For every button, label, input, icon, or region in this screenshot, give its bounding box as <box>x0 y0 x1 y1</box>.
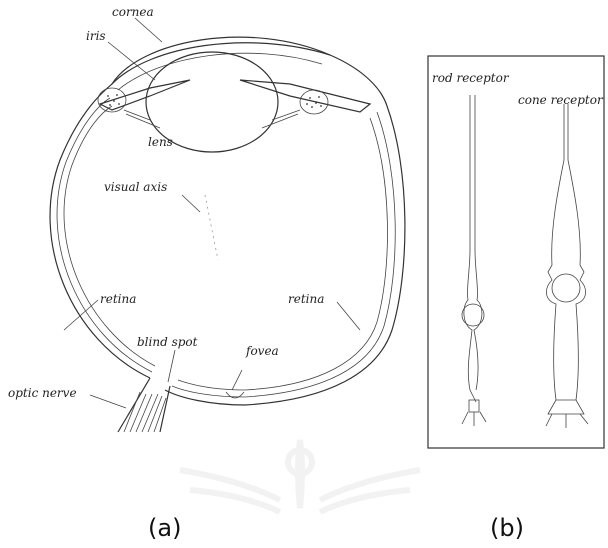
label-cone-receptor: cone receptor <box>518 93 604 107</box>
cornea-outline <box>112 43 330 84</box>
university-seal-watermark <box>180 440 420 512</box>
label-optic-nerve: optic nerve <box>8 386 77 400</box>
label-lens: lens <box>148 135 173 149</box>
iris-right <box>240 80 370 112</box>
receptor-panel: rod receptor cone receptor <box>428 56 604 448</box>
eye-diagram <box>50 37 405 432</box>
sclera-outline <box>50 37 405 405</box>
choroid-outline <box>57 98 152 372</box>
label-rod-receptor: rod receptor <box>432 71 510 85</box>
label-retina-right: retina <box>288 292 324 306</box>
label-fovea: fovea <box>245 344 279 358</box>
optic-nerve-shape <box>118 378 170 432</box>
caption-b: (b) <box>490 514 524 542</box>
cone-receptor-shape <box>546 104 588 428</box>
label-iris: iris <box>86 29 106 43</box>
iris-left <box>100 80 190 110</box>
label-blind-spot: blind spot <box>137 335 198 349</box>
receptor-panel-frame <box>428 56 604 448</box>
rod-receptor-shape <box>462 95 486 426</box>
label-cornea: cornea <box>112 5 154 19</box>
label-visual-axis: visual axis <box>104 180 167 194</box>
visual-axis-line <box>205 195 218 260</box>
caption-a: (a) <box>148 514 181 542</box>
label-retina-left: retina <box>100 292 136 306</box>
